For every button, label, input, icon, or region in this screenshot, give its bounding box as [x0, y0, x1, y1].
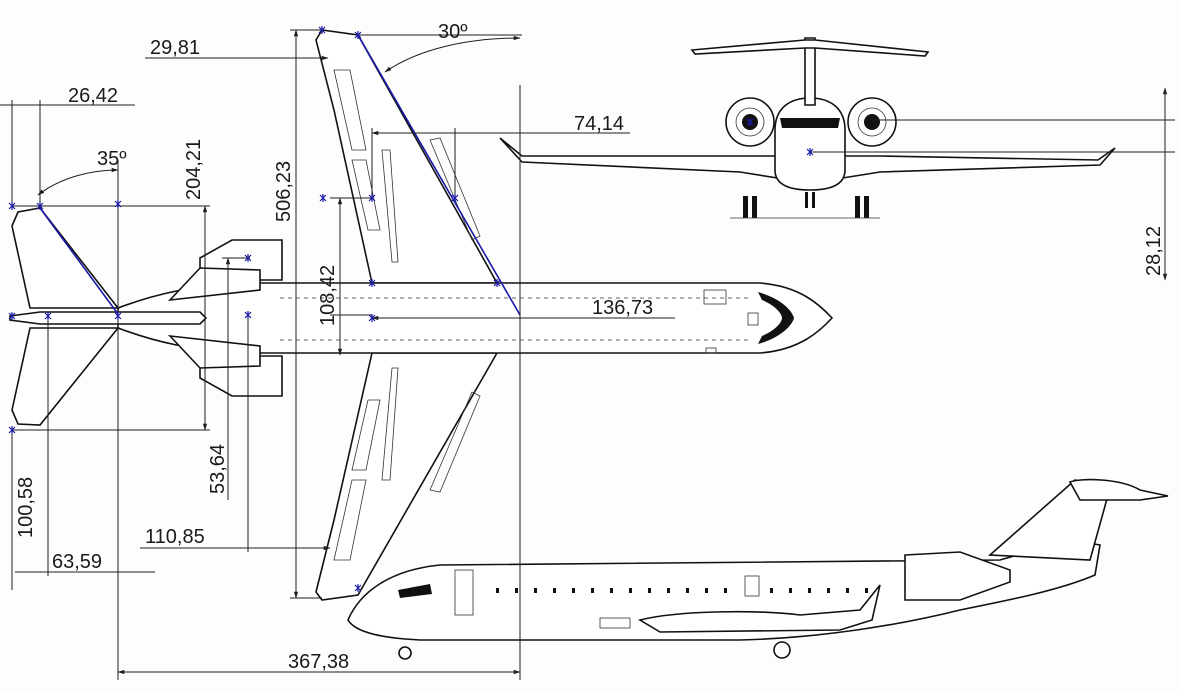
dim-63-59: 63,59 — [52, 551, 102, 573]
dim-28-12: 28,12 — [1143, 226, 1165, 276]
dim-angle-35: 35º — [97, 148, 127, 170]
dim-136-73: 136,73 — [592, 297, 653, 319]
dim-100-58: 100,58 — [15, 477, 37, 538]
side-engine — [904, 551, 1011, 601]
dim-angle-30: 30º — [438, 21, 468, 43]
front-fuselage — [774, 97, 846, 191]
dim-53-64: 53,64 — [207, 444, 229, 494]
dim-108-42: 108,42 — [317, 265, 339, 326]
side-windows — [496, 588, 868, 593]
dim-204-21: 204,21 — [183, 139, 205, 200]
construction-points — [8, 26, 814, 592]
upper-wing — [315, 29, 499, 284]
lower-wing — [315, 352, 499, 601]
dimension-lines — [0, 29, 1175, 680]
top-view — [9, 29, 834, 601]
dim-29-81: 29,81 — [150, 37, 200, 59]
front-view — [499, 37, 1116, 219]
dim-26-42: 26,42 — [68, 85, 118, 107]
dimension-labels: 29,81 30º 26,42 35º 74,14 136,73 110,85 … — [15, 21, 1165, 673]
dim-110-85: 110,85 — [145, 526, 205, 548]
front-tail-fin — [804, 37, 816, 106]
dim-74-14: 74,14 — [574, 113, 624, 135]
side-view — [347, 478, 1169, 660]
dim-367-38: 367,38 — [288, 651, 349, 673]
dim-506-23: 506,23 — [273, 161, 295, 222]
